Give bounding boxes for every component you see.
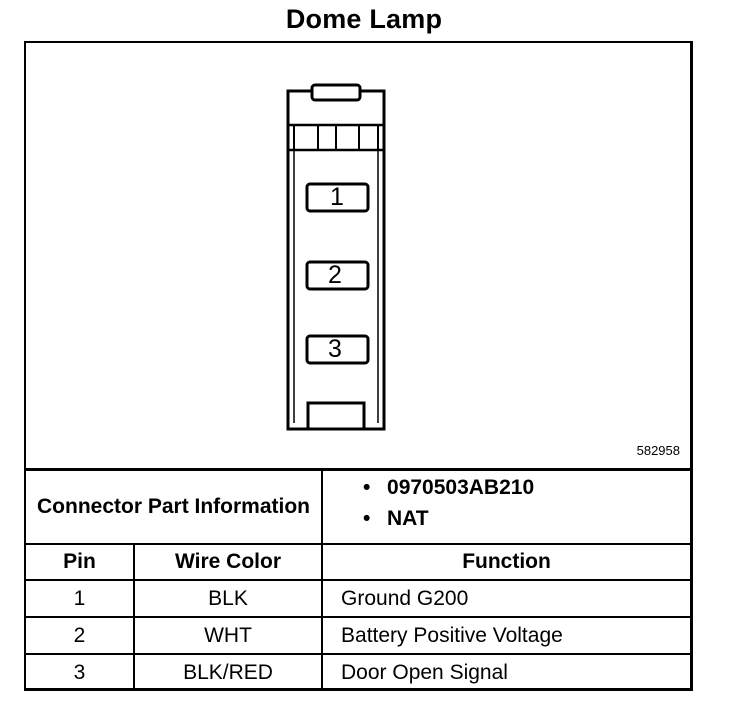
header-wire-color: Wire Color — [132, 543, 324, 581]
pin-label-2: 2 — [328, 261, 342, 289]
pin-label-3: 3 — [328, 335, 342, 363]
table-row: 2 WHT Battery Positive Voltage — [26, 616, 691, 655]
connector-frame: 1 2 3 582958 Connector Part Information … — [24, 41, 693, 691]
pin-cavity-2 — [305, 260, 370, 291]
cell-pin: 2 — [26, 616, 135, 655]
connector-info-table: Connector Part Information •0970503AB210… — [26, 468, 691, 690]
connector-key — [306, 401, 366, 431]
table-row: 1 BLK Ground G200 — [26, 579, 691, 618]
table-header-row: Pin Wire Color Function — [26, 543, 691, 581]
part-value: •NAT — [363, 507, 429, 530]
cell-wire-color: BLK/RED — [132, 653, 324, 690]
pin-cavity-3 — [305, 334, 370, 365]
figure-number: 582958 — [636, 443, 680, 458]
cell-pin: 3 — [26, 653, 135, 690]
cell-function: Ground G200 — [321, 579, 691, 618]
cell-wire-color: BLK — [132, 579, 324, 618]
page-title: Dome Lamp — [285, 4, 443, 34]
connector-part-label: Connector Part Information — [26, 468, 324, 545]
part-value: •0970503AB210 — [363, 476, 535, 499]
pin-label-1: 1 — [330, 183, 344, 211]
cell-pin: 1 — [26, 579, 135, 618]
header-pin: Pin — [26, 543, 135, 581]
cell-wire-color: WHT — [132, 616, 324, 655]
connector-diagram: 1 2 3 582958 — [26, 43, 690, 468]
cell-function: Battery Positive Voltage — [321, 616, 691, 655]
header-function: Function — [321, 543, 691, 581]
connector-part-row: Connector Part Information •0970503AB210… — [26, 468, 691, 545]
connector-drawing — [286, 83, 386, 431]
table-row: 3 BLK/RED Door Open Signal — [26, 653, 691, 690]
connector-latch — [310, 83, 362, 102]
cell-function: Door Open Signal — [321, 653, 691, 690]
connector-part-values: •0970503AB210 •NAT — [321, 468, 691, 545]
pin-cavity-1 — [305, 182, 370, 213]
